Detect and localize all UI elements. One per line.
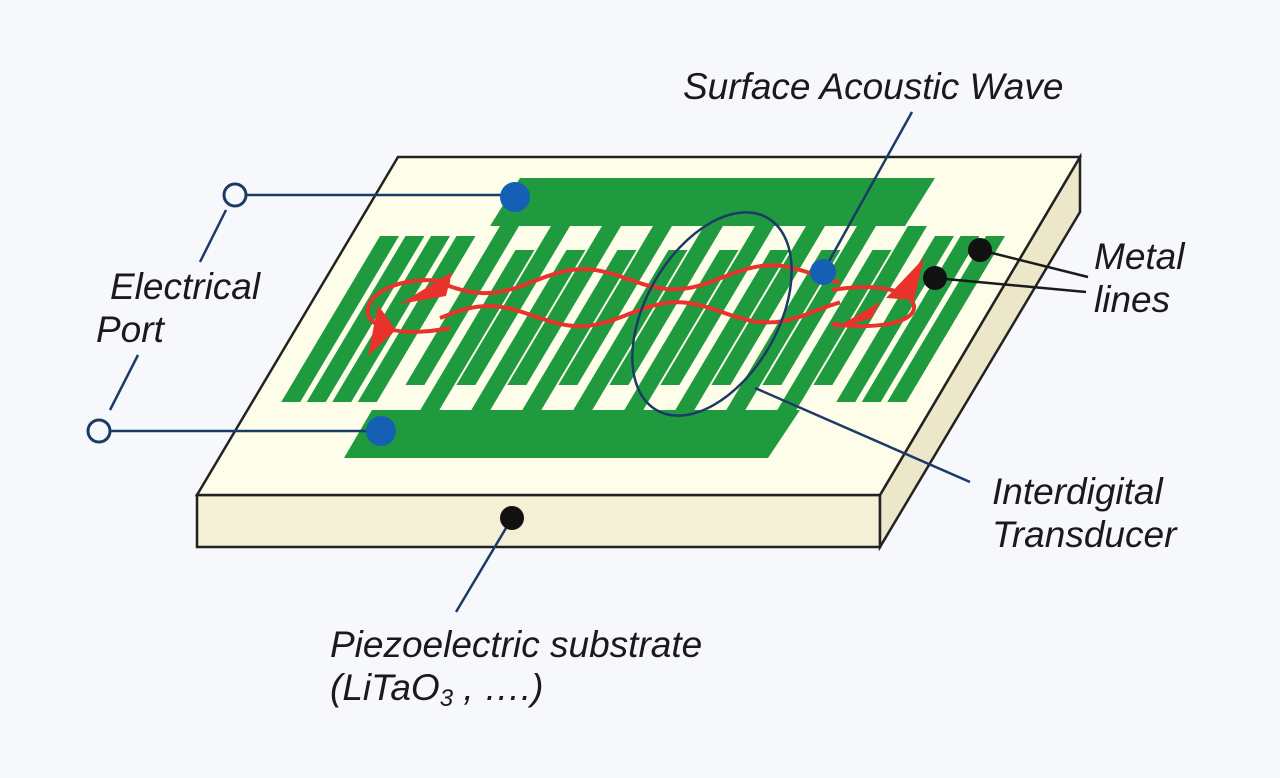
label-electrical-port-line2: Port — [96, 308, 164, 350]
black-dot-icon — [500, 506, 524, 530]
blue-dot-icon — [810, 259, 836, 285]
surface-acoustic-wave — [365, 258, 924, 356]
terminal-circle-icon — [222, 182, 248, 208]
label-substrate-line1: Piezoelectric substrate — [330, 624, 703, 665]
leader-lines — [108, 111, 971, 613]
label-interdigital-transducer: Interdigital Transducer — [992, 471, 1176, 556]
electrode-finger — [609, 226, 723, 385]
label-metal-lines-line1: Metal — [1094, 236, 1185, 277]
wave-arrow-icon — [832, 302, 880, 330]
electrode-finger — [456, 226, 570, 385]
wave-loop-left — [365, 278, 451, 334]
metal-line-left — [306, 236, 425, 402]
electrode-finger — [405, 226, 519, 385]
substrate-leader — [454, 517, 514, 613]
metal-leader-1 — [979, 248, 1089, 279]
label-substrate-formula: (LiTaO — [330, 666, 440, 708]
blue-dot-icon — [500, 182, 530, 212]
blue-dot-icon — [366, 416, 396, 446]
electrode-finger — [777, 250, 892, 410]
top-bus-bar — [490, 178, 935, 226]
idt-leader — [754, 386, 971, 484]
electrode-finger — [471, 250, 586, 410]
label-substrate-rest: , ….) — [453, 666, 544, 708]
metal-line-right — [861, 236, 980, 402]
wave-loop-right — [831, 285, 916, 328]
label-idt-line2: Transducer — [992, 513, 1177, 555]
port-leader-bottom — [108, 354, 140, 411]
label-metal-lines-line2: lines — [1094, 278, 1171, 320]
label-electrical-port-line1: Electrical — [110, 266, 261, 307]
electrode-finger — [711, 226, 825, 385]
metal-line-left — [332, 236, 450, 402]
metal-leader-2 — [934, 276, 1087, 294]
label-electrical-port: Electrical Port — [96, 266, 260, 351]
electrode-finger — [762, 226, 876, 385]
electrode-finger — [507, 226, 621, 385]
electrode-finger — [660, 226, 774, 385]
wave-line-upper — [439, 263, 841, 296]
electrode-finger — [675, 250, 790, 410]
bottom-bus-bar — [344, 410, 800, 458]
black-dot-icon — [923, 266, 947, 290]
electrode-finger — [573, 250, 688, 410]
port-leader-top — [198, 209, 228, 263]
label-surface-acoustic-wave: Surface Acoustic Wave — [683, 66, 1064, 107]
label-substrate-subscript: 3 — [439, 684, 454, 712]
electrode-finger — [813, 226, 927, 385]
label-substrate-line2: (LiTaO3 , ….) — [330, 666, 544, 712]
label-piezoelectric-substrate: Piezoelectric substrate (LiTaO3 , ….) — [330, 624, 702, 712]
label-metal-lines: Metal lines — [1094, 236, 1184, 321]
black-dot-icon — [968, 238, 992, 262]
substrate-front-face — [195, 493, 882, 549]
electrode-finger — [522, 250, 637, 410]
electrode-finger — [558, 226, 672, 385]
terminal-circle-icon — [86, 418, 112, 444]
metal-line-right — [887, 236, 1005, 402]
metal-line-left — [281, 236, 399, 402]
wave-arrow-icon — [368, 305, 396, 356]
idt-highlight-ellipse — [631, 211, 793, 417]
metal-leader-lines — [934, 248, 1089, 294]
wave-arrow-icon — [886, 258, 924, 300]
saw-leader — [821, 111, 914, 273]
label-idt-line1: Interdigital — [992, 471, 1163, 512]
wave-arrow-icon — [400, 272, 452, 304]
electrode-finger — [624, 250, 739, 410]
